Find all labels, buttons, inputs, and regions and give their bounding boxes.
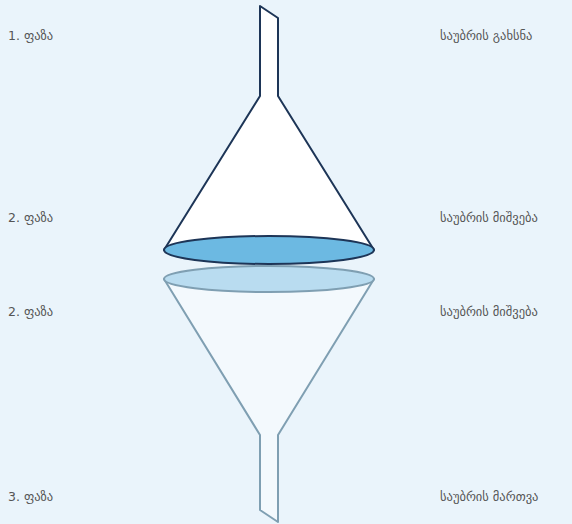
phase-number: 1. ფაზა bbox=[8, 28, 53, 44]
phase-name: საუბრის მიშვება bbox=[440, 304, 538, 320]
upper-funnel bbox=[164, 6, 374, 250]
upper-rim bbox=[164, 236, 374, 264]
phase-name: საუბრის მიშვება bbox=[440, 210, 538, 226]
phase-number: 2. ფაზა bbox=[8, 210, 53, 226]
phase-number: 2. ფაზა bbox=[8, 304, 53, 320]
phase-name: საუბრის გახსნა bbox=[440, 28, 532, 44]
phase-number: 3. ფაზა bbox=[8, 489, 53, 505]
phase-name: საუბრის მართვა bbox=[440, 489, 538, 505]
lower-rim bbox=[164, 266, 374, 292]
lower-funnel bbox=[164, 279, 374, 522]
